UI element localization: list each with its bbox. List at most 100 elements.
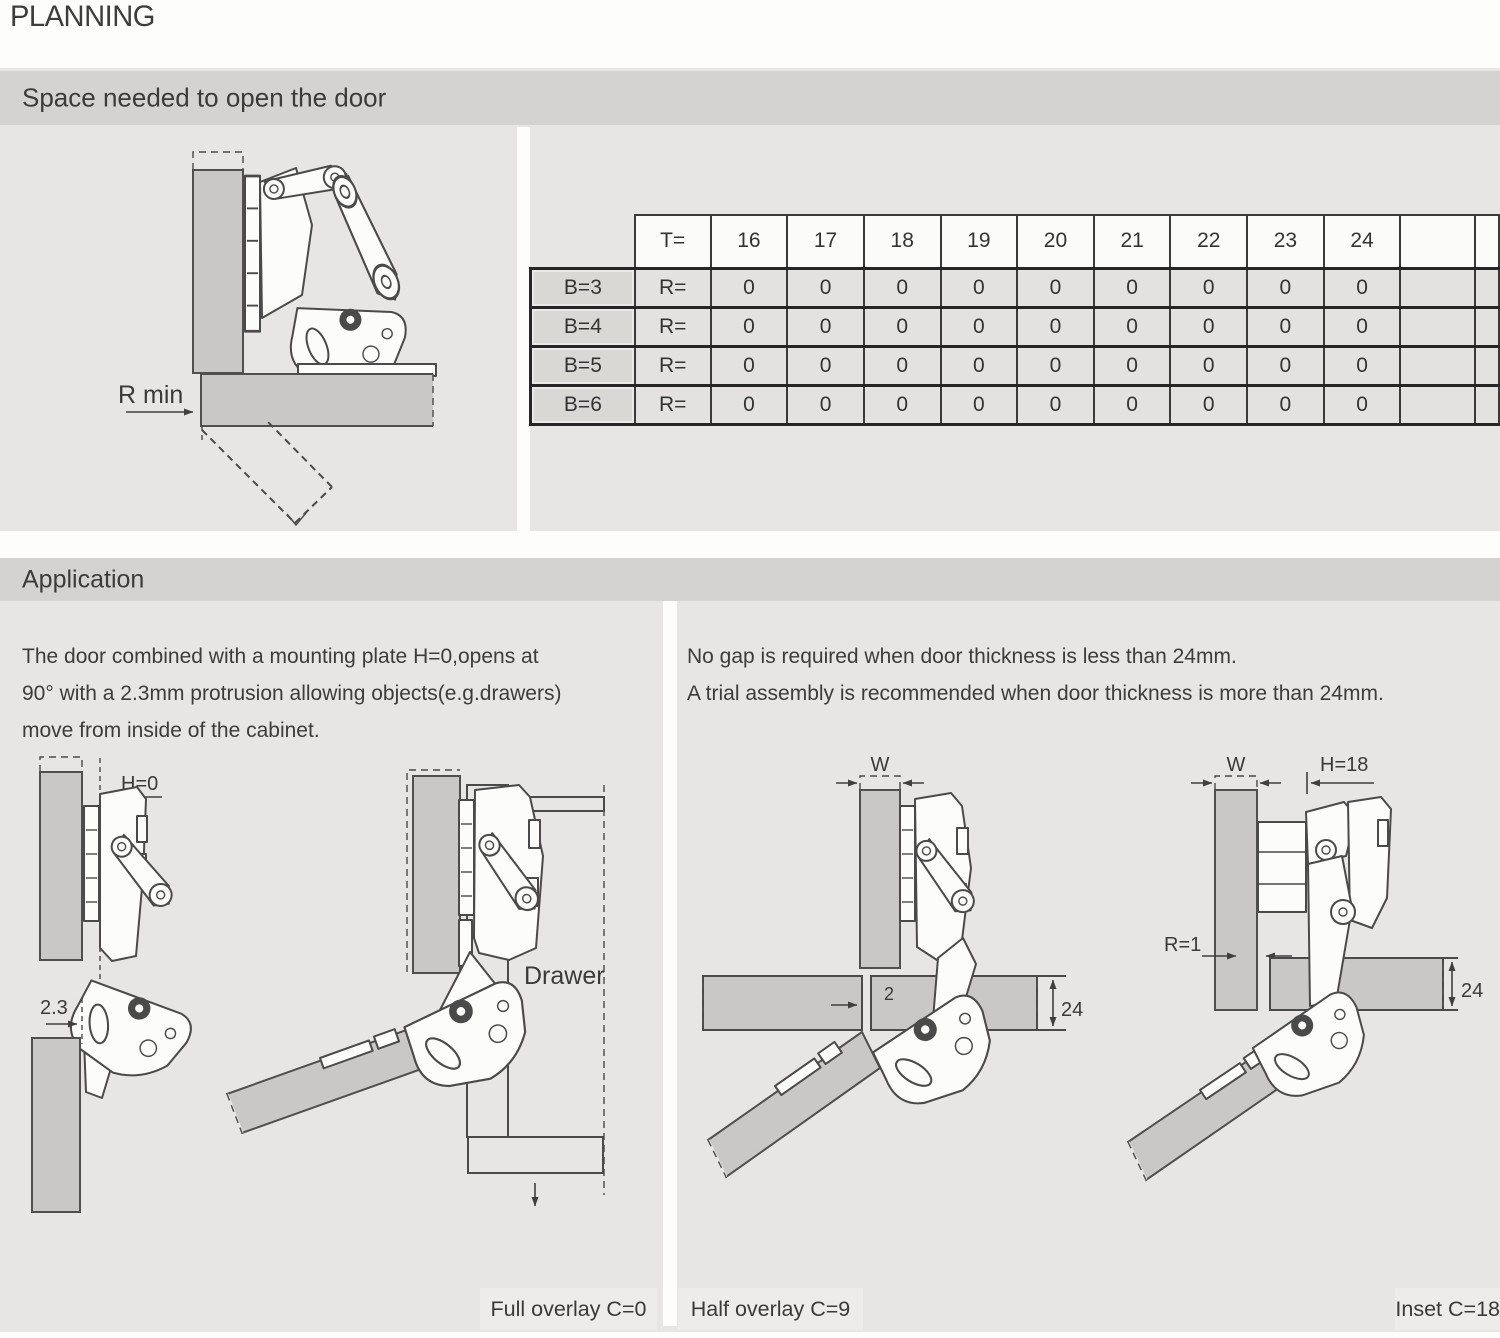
- table-cell: 0: [1246, 305, 1325, 348]
- table-cell: [1474, 344, 1500, 387]
- section-application-title: Application: [22, 565, 145, 593]
- table-cell: B=6: [528, 383, 636, 426]
- drawer-label: Drawer: [524, 962, 605, 990]
- table-cell: 0: [1092, 305, 1172, 348]
- table-cell: 0: [1092, 383, 1172, 426]
- vertical-divider-top: [517, 127, 530, 531]
- table-cell: 0: [939, 266, 1019, 309]
- diagram-half-overlay-and-inset: W 2: [702, 754, 1483, 1182]
- dimension-h18: H=18: [1306, 754, 1374, 794]
- note-line: A trial assembly is recommended when doo…: [687, 682, 1384, 705]
- caption-inset: Inset C=18: [1395, 1288, 1500, 1330]
- dimension-w: W: [1191, 754, 1281, 787]
- inset-diagram: W H=18 R=1: [1126, 754, 1483, 1182]
- table-cell: 0: [1169, 266, 1249, 309]
- table-cell: 22: [1169, 214, 1249, 270]
- section-space-header: Space needed to open the door: [0, 71, 1500, 125]
- caption-half-overlay: Half overlay C=9: [678, 1288, 863, 1330]
- table-cell: [1399, 305, 1477, 348]
- table-cell: 0: [1092, 344, 1172, 387]
- note-line: No gap is required when door thickness i…: [687, 645, 1237, 668]
- hinge-drawing: [243, 162, 437, 395]
- r1-label: R=1: [1164, 934, 1201, 956]
- protrusion-label: 2.3: [40, 997, 68, 1019]
- table-cell: R=: [633, 305, 712, 348]
- table-cell: [1399, 214, 1477, 270]
- w-label: W: [871, 754, 890, 776]
- open-door-panel: [1269, 957, 1458, 1011]
- table-cell: [1474, 214, 1500, 270]
- table-cell: 0: [786, 344, 865, 387]
- dimension-protrusion: 2.3: [40, 997, 83, 1044]
- table-cell: 0: [1322, 305, 1402, 348]
- caption-text: Inset C=18: [1395, 1296, 1500, 1321]
- hinge-drawing: [1257, 796, 1392, 1007]
- table-cell: 0: [1322, 344, 1402, 387]
- table-cell: 0: [939, 344, 1019, 387]
- table-cell: 0: [1169, 344, 1249, 387]
- table-cell: 0: [709, 266, 789, 309]
- table-cell: 16: [709, 214, 789, 270]
- table-cell: 0: [1246, 266, 1325, 309]
- dimension-r1: R=1: [1164, 934, 1292, 960]
- dimension-gap2: 2: [831, 984, 894, 1009]
- table-cell: 18: [862, 214, 942, 270]
- note-line: The door combined with a mounting plate …: [22, 645, 539, 668]
- drawer-diagram: Drawer: [225, 769, 605, 1207]
- gap-label: 2: [884, 984, 894, 1004]
- table-cell: 0: [1016, 266, 1095, 309]
- table-cell: 0: [1016, 383, 1095, 426]
- table-cell: B=5: [528, 344, 636, 387]
- caption-full-overlay: Full overlay C=0: [480, 1288, 657, 1330]
- table-cell: [1474, 383, 1500, 426]
- table-cell: [1399, 266, 1477, 309]
- note-line: move from inside of the cabinet.: [22, 719, 320, 742]
- table-cell: 0: [1169, 383, 1249, 426]
- table-cell: 0: [1322, 383, 1402, 426]
- cabinet-bottom-board: [200, 373, 434, 427]
- table-cell: B=3: [528, 266, 636, 309]
- page-title: PLANNING: [10, 0, 155, 33]
- table-cell: 21: [1092, 214, 1172, 270]
- section-space-title: Space needed to open the door: [22, 82, 387, 113]
- thickness-label: 24: [1061, 999, 1083, 1021]
- r-min-label: R min: [118, 381, 183, 409]
- caption-text: Full overlay C=0: [490, 1296, 647, 1321]
- cabinet-side-panel: [192, 151, 244, 374]
- dimension-w: W: [836, 754, 924, 787]
- vertical-divider-bottom: [663, 601, 677, 1326]
- table-cell: 0: [862, 266, 942, 309]
- table-cell: R=: [633, 383, 712, 426]
- table-cell: 0: [862, 305, 942, 348]
- open-door-panel: [31, 1037, 81, 1213]
- table-cell: 0: [1016, 305, 1095, 348]
- table-cell: 0: [1092, 266, 1172, 309]
- table-cell: 0: [1322, 266, 1402, 309]
- full-overlay-diagram: H=0 2.3: [31, 756, 198, 1213]
- table-cell: 17: [786, 214, 865, 270]
- table-cell: [1474, 266, 1500, 309]
- hinge-cup: [398, 975, 546, 1104]
- table-cell: R=: [633, 266, 712, 309]
- open-door-dashed-outline: [201, 421, 333, 527]
- diagram-full-overlay-and-drawer: H=0 2.3: [31, 756, 605, 1213]
- note-line: 90° with a 2.3mm protrusion allowing obj…: [22, 682, 562, 705]
- partition-panel: [1214, 789, 1258, 1011]
- left-note: The door combined with a mounting plate …: [22, 638, 561, 749]
- dimension-r-min: R min: [118, 381, 203, 441]
- table-cell: R=: [633, 344, 712, 387]
- table-cell: 0: [939, 305, 1019, 348]
- hinge-drawing: [57, 786, 198, 1099]
- table-cell: 23: [1246, 214, 1325, 270]
- table-cell: 0: [1016, 344, 1095, 387]
- table-cell: 0: [786, 383, 865, 426]
- dimension-24: 24: [1448, 961, 1483, 1007]
- table-cell: 0: [862, 344, 942, 387]
- dimension-24: 24: [1049, 979, 1083, 1027]
- table-cell: 20: [1016, 214, 1095, 270]
- table-cell: T=: [633, 214, 712, 270]
- open-door-angled: [706, 1030, 882, 1179]
- right-note: No gap is required when door thickness i…: [687, 638, 1384, 712]
